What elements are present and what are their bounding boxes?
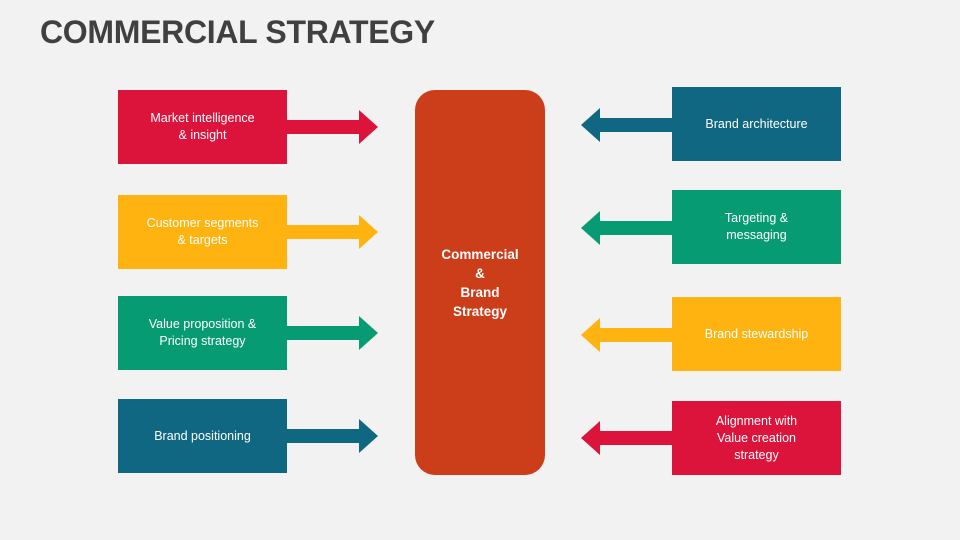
left-box-brand-positioning: Brand positioning <box>118 399 287 473</box>
left-arrow-icon <box>580 106 672 144</box>
center-block: Commercial & Brand Strategy <box>415 90 545 475</box>
right-arrow-icon <box>287 314 379 352</box>
right-arrow-icon <box>287 108 379 146</box>
right-box-brand-stewardship: Brand stewardship <box>672 297 841 371</box>
left-box-customer-segments: Customer segments & targets <box>118 195 287 269</box>
left-arrow-icon <box>580 419 672 457</box>
page-title: COMMERCIAL STRATEGY <box>40 14 435 50</box>
right-arrow-icon <box>287 417 379 455</box>
right-box-targeting-messaging: Targeting & messaging <box>672 190 841 264</box>
left-arrow-icon <box>580 209 672 247</box>
left-box-value-proposition: Value proposition & Pricing strategy <box>118 296 287 370</box>
right-box-alignment-value-creation: Alignment with Value creation strategy <box>672 401 841 475</box>
right-box-brand-architecture: Brand architecture <box>672 87 841 161</box>
right-arrow-icon <box>287 213 379 251</box>
left-arrow-icon <box>580 316 672 354</box>
left-box-market-intelligence: Market intelligence & insight <box>118 90 287 164</box>
